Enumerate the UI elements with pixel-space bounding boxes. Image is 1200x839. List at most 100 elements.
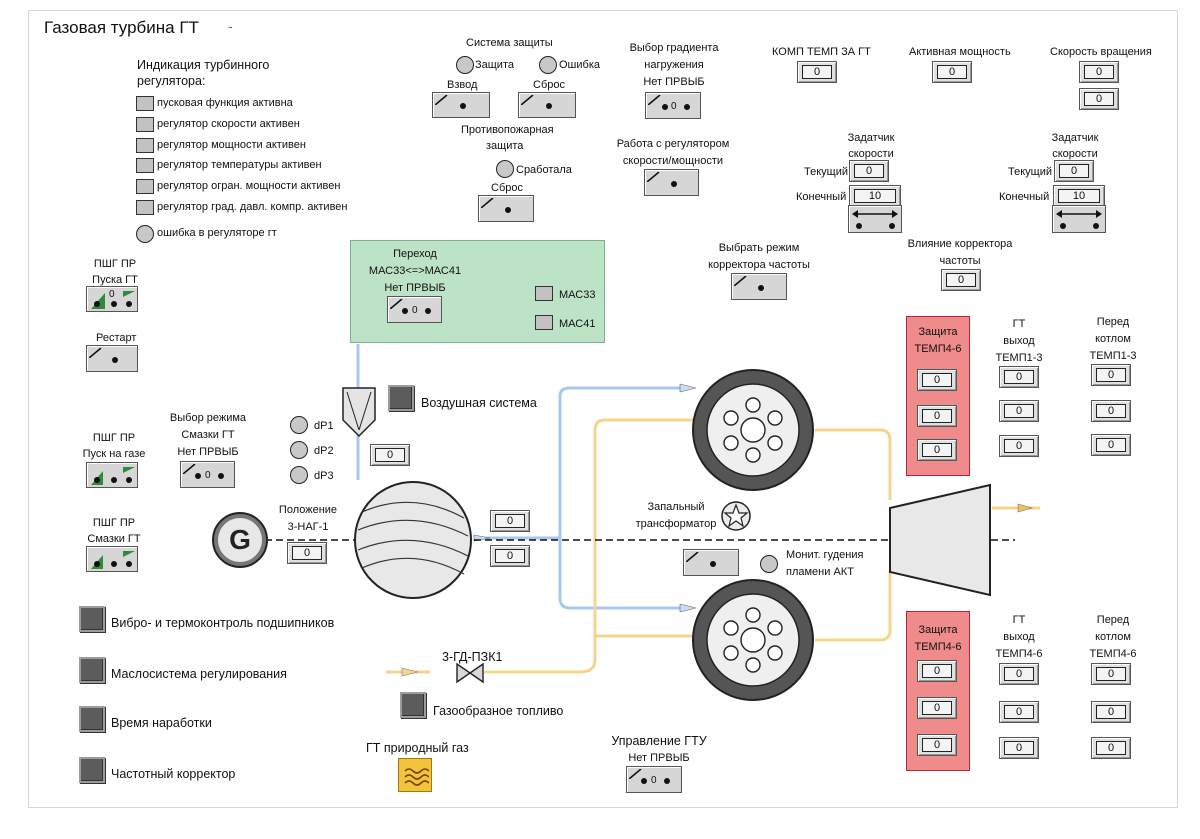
freq-mode-line1: Выбрать режим xyxy=(718,242,800,254)
boiler-bottom-line1: Перед xyxy=(1096,614,1130,626)
boiler-bottom-value-2: 0 xyxy=(1091,701,1131,723)
gt-out-top-value-1: 0 xyxy=(999,366,1039,388)
air-system-button[interactable] xyxy=(388,385,414,411)
lube-mode-line3: Нет ПРВЫБ xyxy=(177,446,239,458)
freq-corrector-button[interactable] xyxy=(79,757,105,783)
freq-mode-button[interactable] xyxy=(731,273,787,300)
indicator-power-regulator xyxy=(136,138,154,153)
heat-wave-icon xyxy=(404,768,429,786)
indicator-label: регулятор скорости активен xyxy=(157,118,300,130)
gtu-control-selector[interactable]: 0 xyxy=(626,766,682,793)
gt-out-top-line1: ГТ xyxy=(1012,318,1026,330)
restart-label: Рестарт xyxy=(96,332,137,344)
title-dash-icon: - xyxy=(228,18,233,34)
generator-icon: G xyxy=(212,512,268,568)
lube-mode-selector[interactable]: 0 xyxy=(180,461,235,488)
protect-top-value-3: 0 xyxy=(917,439,957,461)
freq-corrector-label: Частотный корректор xyxy=(111,767,236,781)
gt-out-top-line3: ТЕМП1-3 xyxy=(995,352,1043,364)
dp1-lamp xyxy=(290,416,308,434)
position-line2: 3-НАГ-1 xyxy=(287,521,329,533)
protection-lamp xyxy=(456,56,474,74)
gtu-control-value: 0 xyxy=(651,775,657,786)
speed-power-line2: скорости/мощности xyxy=(622,155,724,167)
active-power-label: Активная мощность xyxy=(909,46,1011,58)
setpoint-left-adjust[interactable] xyxy=(848,205,902,233)
lube-mode-line2: Смазки ГТ xyxy=(181,429,235,441)
air-system-label: Воздушная система xyxy=(421,396,537,410)
setpoint-right-current-label: Текущий xyxy=(1008,166,1052,178)
fire-title-1: Противопожарная xyxy=(461,124,554,136)
indicator-speed-regulator xyxy=(136,117,154,132)
page-title: Газовая турбина ГТ xyxy=(44,18,199,37)
gt-out-top-line2: выход xyxy=(1003,335,1035,347)
oil-system-button[interactable] xyxy=(79,657,105,683)
dp2-lamp xyxy=(290,441,308,459)
protection-reset-button[interactable] xyxy=(518,92,576,118)
gt-out-bottom-value-3: 0 xyxy=(999,737,1039,759)
fire-reset-button[interactable] xyxy=(478,195,534,222)
transition-selector[interactable]: 0 xyxy=(387,296,442,323)
protect-bottom-value-2: 0 xyxy=(917,697,957,719)
boiler-bottom-line3: ТЕМП4-6 xyxy=(1089,648,1137,660)
pshg-start-selector[interactable]: 0 xyxy=(86,286,138,312)
operating-time-label: Время наработки xyxy=(111,716,212,730)
lube-mode-value: 0 xyxy=(205,470,211,481)
boiler-bottom-line2: котлом xyxy=(1095,631,1131,643)
mac41-label: МАС41 xyxy=(559,318,596,330)
gt-out-top-value-3: 0 xyxy=(999,435,1039,457)
flame-monitor-button[interactable] xyxy=(683,549,739,576)
protect-top-value-2: 0 xyxy=(917,405,957,427)
setpoint-right-adjust[interactable] xyxy=(1052,205,1106,233)
fire-tripped-lamp xyxy=(496,160,514,178)
protect-bottom-value-1: 0 xyxy=(917,660,957,682)
indicator-pressure-gradient-regulator xyxy=(136,200,154,215)
oil-system-label: Маслосистема регулирования xyxy=(111,667,287,681)
mac33-indicator xyxy=(535,286,553,301)
freq-mode-line2: корректора частоты xyxy=(708,259,810,271)
arm-label: Взвод xyxy=(447,79,478,91)
protection-label: Защита xyxy=(475,59,514,71)
pshg-gas-selector[interactable] xyxy=(86,462,138,488)
pshg-start-value: 0 xyxy=(109,289,115,300)
valve-icon[interactable] xyxy=(455,662,485,684)
gas-fuel-label: Газообразное топливо xyxy=(433,704,564,718)
dp1-label: dP1 xyxy=(314,420,334,432)
gt-out-bottom-line1: ГТ xyxy=(1012,614,1026,626)
speed-power-line1: Работа с регулятором xyxy=(616,138,730,150)
indicator-power-limit-regulator xyxy=(136,179,154,194)
gt-out-top-value-2: 0 xyxy=(999,400,1039,422)
protection-title: Система защиты xyxy=(466,37,553,49)
rot-speed-value-2: 0 xyxy=(1079,88,1119,110)
pshg-start-line1: ПШГ ПР xyxy=(93,258,137,270)
protection-error-lamp xyxy=(539,56,557,74)
gradient-line3: Нет ПРВЫБ xyxy=(643,76,705,88)
natural-gas-button[interactable] xyxy=(398,758,432,792)
gradient-line2: нагружения xyxy=(644,59,704,71)
pshg-start-line2: Пуска ГТ xyxy=(92,274,138,286)
transition-panel xyxy=(350,240,605,343)
speed-power-button[interactable] xyxy=(644,169,699,196)
position-line1: Положение xyxy=(278,504,338,516)
boiler-bottom-value-1: 0 xyxy=(1091,663,1131,685)
gradient-selector[interactable]: 0 xyxy=(645,92,701,119)
setpoint-left-current: 0 xyxy=(849,160,889,182)
gas-fuel-button[interactable] xyxy=(400,692,426,718)
pshg-gas-line2: Пуск на газе xyxy=(82,448,146,460)
arm-button[interactable] xyxy=(432,92,490,118)
rot-speed-value-1: 0 xyxy=(1079,61,1119,83)
operating-time-button[interactable] xyxy=(79,706,105,732)
vibro-thermo-button[interactable] xyxy=(79,606,105,632)
pshg-lube-line1: ПШГ ПР xyxy=(92,517,136,529)
transition-line2: МАС33<=>МАС41 xyxy=(368,265,462,277)
boiler-bottom-value-3: 0 xyxy=(1091,737,1131,759)
restart-button[interactable] xyxy=(86,345,138,372)
dp-value: 0 xyxy=(370,444,410,466)
freq-influence-value: 0 xyxy=(941,269,981,291)
pshg-lube-selector[interactable] xyxy=(86,546,138,572)
protect-top-line2: ТЕМП4-6 xyxy=(914,343,962,355)
setpoint-left-current-label: Текущий xyxy=(804,166,848,178)
dp2-label: dP2 xyxy=(314,445,334,457)
protect-bottom-value-3: 0 xyxy=(917,734,957,756)
indicator-temp-regulator xyxy=(136,158,154,173)
